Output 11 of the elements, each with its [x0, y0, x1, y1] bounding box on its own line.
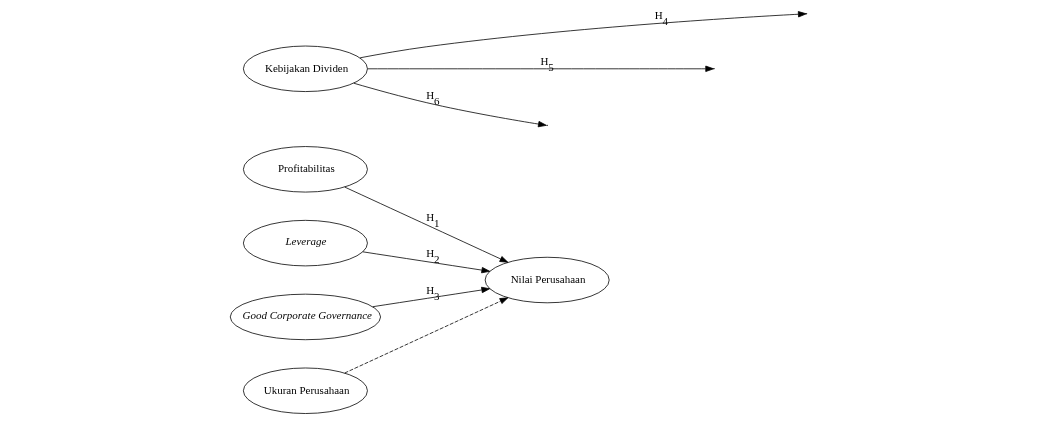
node-ellipse: Profitabilitas — [243, 146, 368, 193]
arrow — [344, 297, 509, 374]
arrow — [344, 186, 509, 263]
node-ellipse: Good Corporate Governance — [229, 293, 381, 341]
node-ellipse: Leverage — [243, 219, 368, 267]
node-ellipse: Kebijakan Dividen — [243, 45, 368, 92]
arrow — [372, 286, 491, 308]
arrow — [367, 65, 714, 72]
arrow — [362, 251, 491, 274]
arrow — [359, 11, 807, 59]
node-ellipse: Ukuran Perusahaan — [243, 367, 368, 414]
